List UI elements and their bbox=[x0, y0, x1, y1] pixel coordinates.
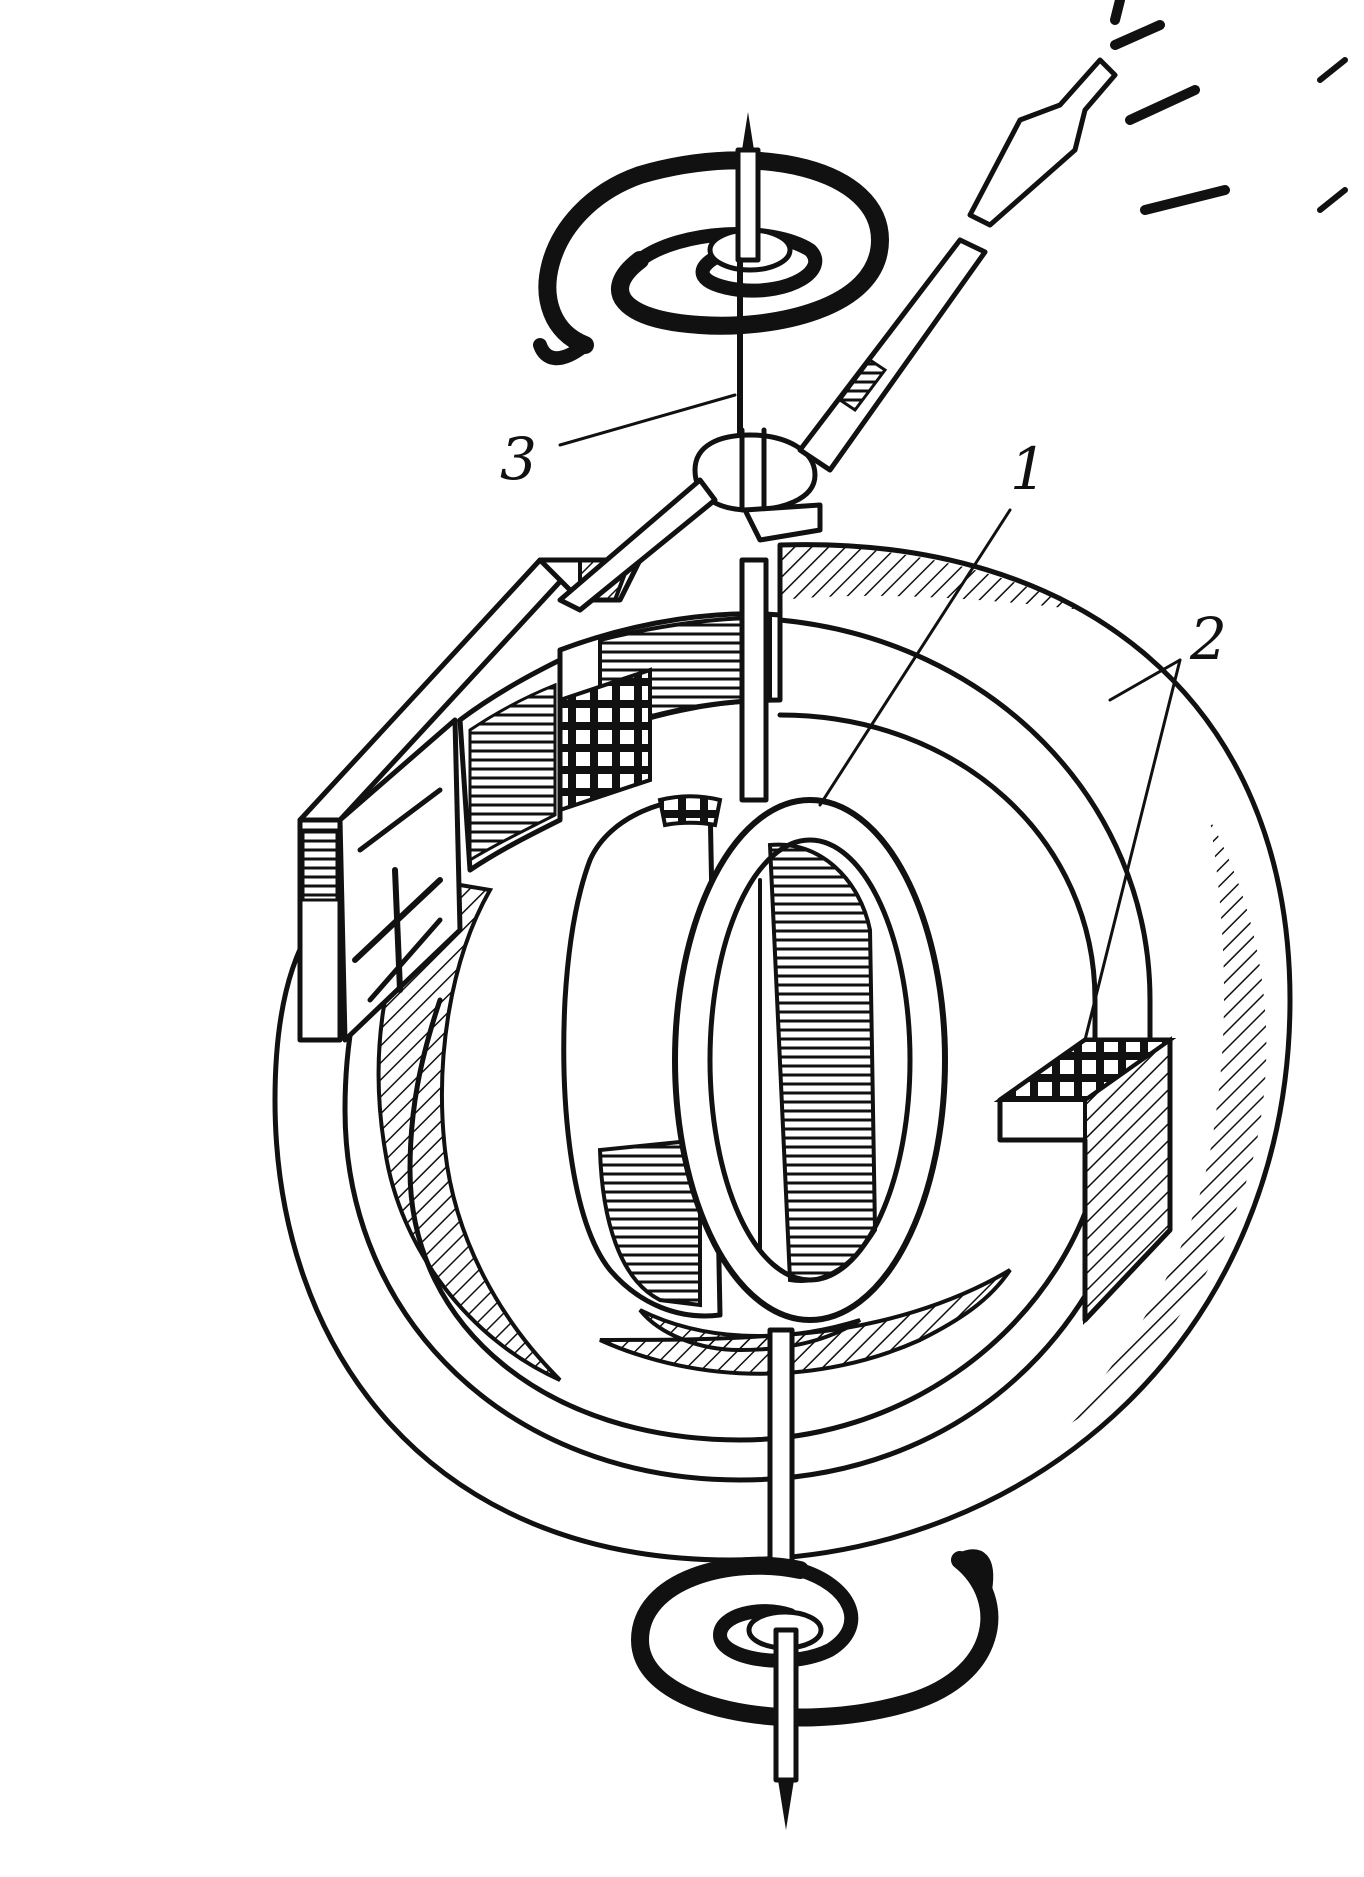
leader-line-magnet-b bbox=[1108, 658, 1182, 702]
magnet-shading-top bbox=[780, 545, 1080, 610]
scale-marks bbox=[1110, 0, 1230, 215]
permanent-magnet bbox=[272, 542, 1293, 1563]
lower-hairspring bbox=[631, 1549, 999, 1830]
shaft bbox=[739, 557, 795, 1573]
pointer bbox=[557, 0, 1348, 613]
leader-line-axis bbox=[558, 393, 737, 447]
upper-band bbox=[457, 611, 783, 873]
label-coil: 1 bbox=[1010, 435, 1047, 503]
lower-pivot bbox=[773, 1627, 799, 1783]
leader-line-magnet-a bbox=[1083, 658, 1182, 1042]
moving-coil bbox=[561, 794, 948, 1353]
magnet-inner-ring bbox=[777, 712, 1098, 1043]
shaft-lower bbox=[767, 1327, 795, 1573]
label-axis: 3 bbox=[500, 425, 537, 493]
magnet-pole-block-side bbox=[1083, 1036, 1172, 1326]
magnet-shading-right bbox=[1060, 820, 1267, 1430]
pointer-needle bbox=[797, 237, 988, 473]
label-magnet: 2 bbox=[1190, 605, 1227, 673]
pointer-tip bbox=[967, 57, 1118, 228]
upper-hairspring bbox=[533, 112, 889, 473]
pointer-hub bbox=[692, 432, 818, 513]
magnet-pole-face bbox=[376, 877, 562, 1382]
leader-lines bbox=[558, 393, 1182, 1042]
leader-line-coil bbox=[818, 508, 1012, 807]
upper-pivot bbox=[735, 147, 761, 263]
shaft-upper bbox=[739, 557, 769, 803]
